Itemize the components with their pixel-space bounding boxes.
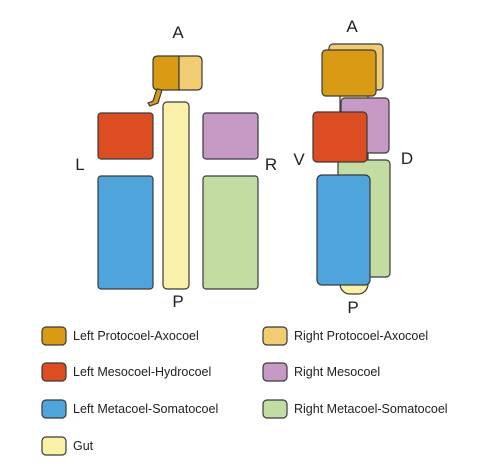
legend-item-left-protocoel: Left Protocoel-Axocoel <box>41 326 199 346</box>
label-dorsal: D <box>401 149 413 168</box>
label-posterior-right: P <box>347 298 358 317</box>
legend: Left Protocoel-Axocoel Right Protocoel-A… <box>41 326 448 456</box>
label-right: R <box>265 155 277 174</box>
left-protocoel-shape <box>152 55 180 91</box>
legend-label: Right Protocoel-Axocoel <box>294 329 428 343</box>
right-mesocoel-frontal <box>202 112 259 160</box>
gut-frontal <box>162 101 190 290</box>
right-metacoel-frontal <box>202 175 259 290</box>
legend-item-left-mesocoel: Left Mesocoel-Hydrocoel <box>41 362 211 382</box>
left-mesocoel-frontal <box>97 112 154 160</box>
legend-label: Left Mesocoel-Hydrocoel <box>73 365 211 379</box>
legend-swatch <box>262 326 288 346</box>
label-anterior-right: A <box>346 17 358 36</box>
right-protocoel-shape <box>178 55 203 91</box>
frontal-view-diagram: A L R P <box>75 23 277 311</box>
label-anterior-left: A <box>172 23 184 42</box>
legend-item-gut: Gut <box>41 436 94 456</box>
protocoel-axocoel-frontal <box>147 55 203 107</box>
legend-item-right-metacoel: Right Metacoel-Somatocoel <box>262 399 448 419</box>
legend-item-right-mesocoel: Right Mesocoel <box>262 362 380 382</box>
legend-label: Right Mesocoel <box>294 365 380 379</box>
legend-swatch <box>262 399 288 419</box>
label-ventral: V <box>293 150 305 169</box>
legend-item-left-metacoel: Left Metacoel-Somatocoel <box>41 399 218 419</box>
legend-swatch <box>41 362 67 382</box>
legend-swatch <box>41 399 67 419</box>
label-left: L <box>75 155 84 174</box>
legend-swatch <box>262 362 288 382</box>
left-metacoel-lateral <box>316 174 371 286</box>
legend-label: Left Metacoel-Somatocoel <box>73 402 218 416</box>
legend-item-right-protocoel: Right Protocoel-Axocoel <box>262 326 428 346</box>
legend-label: Left Protocoel-Axocoel <box>73 329 199 343</box>
legend-swatch <box>41 436 67 456</box>
left-mesocoel-lateral <box>312 111 368 163</box>
hydropore-duct <box>147 88 163 107</box>
left-metacoel-frontal <box>97 175 154 290</box>
legend-swatch <box>41 326 67 346</box>
legend-label: Gut <box>73 439 94 453</box>
legend-label: Right Metacoel-Somatocoel <box>294 402 448 416</box>
left-protocoel-lateral <box>321 49 377 97</box>
label-posterior-left: P <box>172 292 183 311</box>
lateral-view-diagram: A V D P <box>293 17 413 317</box>
